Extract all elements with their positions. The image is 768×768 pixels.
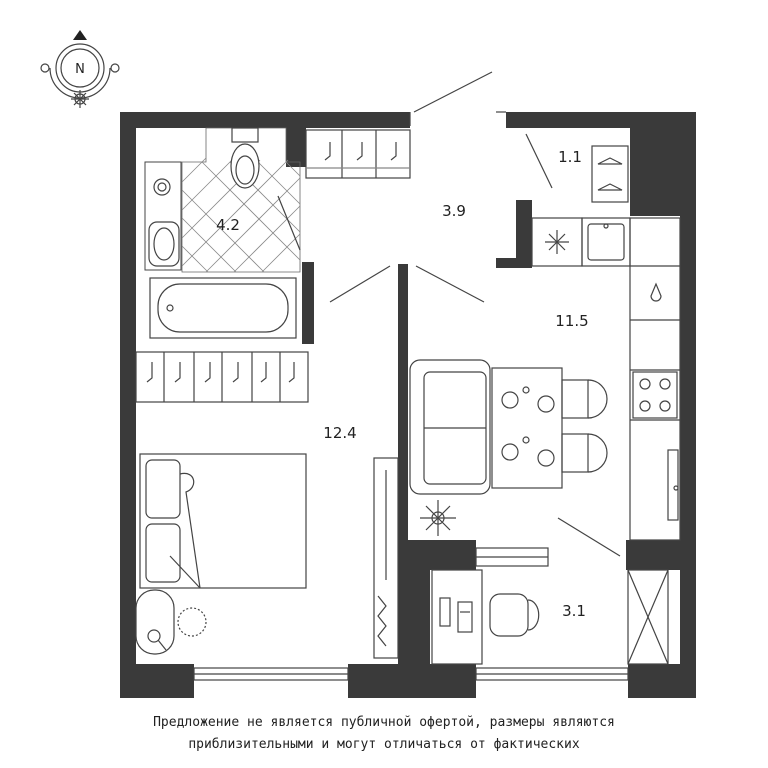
room-area-bedroom: 12.4 <box>323 424 356 442</box>
entry-door <box>409 71 506 126</box>
chair-icon <box>561 379 608 473</box>
armchair-icon <box>135 589 207 655</box>
desk-icon <box>431 569 483 665</box>
room-area-kitchen: 11.5 <box>555 312 588 330</box>
bathroom-door <box>277 195 301 251</box>
snowflake-icon <box>545 230 569 254</box>
storage-door <box>525 133 553 189</box>
bedroom <box>135 351 399 659</box>
storage-room <box>525 133 629 203</box>
compass-north-label: N <box>75 62 85 77</box>
bedroom-wardrobe <box>135 351 309 403</box>
room-area-bathroom: 4.2 <box>216 216 240 234</box>
room-area-hall: 3.9 <box>442 202 466 220</box>
disclaimer-line-1: Предложение не является публичной оферто… <box>153 715 615 730</box>
stove-icon <box>632 371 678 419</box>
room-area-storage: 1.1 <box>558 148 582 166</box>
sun-icon <box>71 90 89 108</box>
ventilation-shaft-icon <box>627 569 669 665</box>
kitchen <box>531 217 681 541</box>
office-chair-icon <box>489 593 540 637</box>
sofa-icon <box>409 359 491 495</box>
washing-machine-icon <box>153 178 171 196</box>
compass-rose-icon <box>40 30 120 108</box>
plant-icon <box>420 500 456 536</box>
balcony <box>431 517 669 681</box>
walls <box>120 112 696 698</box>
balcony-door <box>557 517 621 557</box>
dining-table-icon <box>491 367 608 489</box>
bathtub-icon <box>149 277 297 339</box>
dresser-icon <box>373 457 399 659</box>
plate-icon <box>501 391 555 467</box>
kitchen-door <box>329 265 485 303</box>
sink-icon <box>148 221 180 267</box>
disclaimer-line-2: приблизительными и могут отличаться от ф… <box>188 737 580 752</box>
bed-icon <box>139 453 307 589</box>
bathroom <box>144 127 301 339</box>
toilet-icon <box>230 127 260 189</box>
room-area-balcony: 3.1 <box>562 602 586 620</box>
water-drop-icon <box>650 282 662 302</box>
hall-wardrobe <box>305 129 411 179</box>
bedroom-window <box>193 667 349 681</box>
hanger-icon <box>597 157 623 191</box>
